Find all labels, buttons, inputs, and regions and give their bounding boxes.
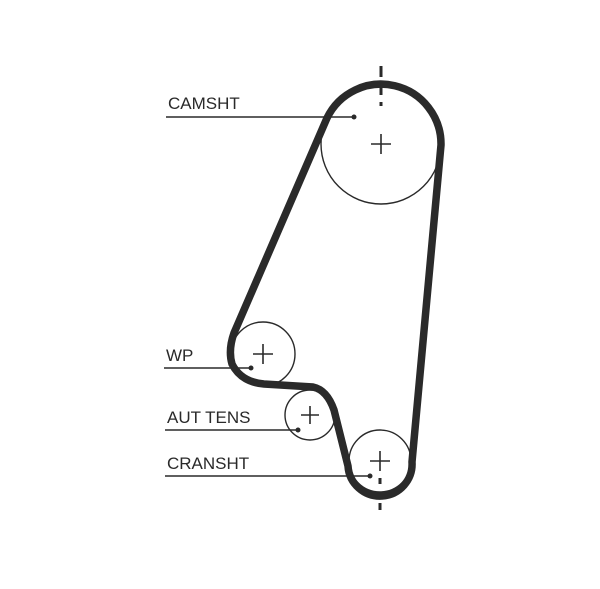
water-pump-callout: WP [164,346,254,371]
crankshaft-callout: CRANSHT [165,454,373,479]
crankshaft-center-mark [370,451,390,471]
timing-belt [226,80,445,500]
water-pump-label: WP [166,346,193,365]
auto-tensioner-center-mark [301,406,319,424]
camshaft-center-mark [371,134,391,154]
camshaft-label: CAMSHT [168,94,240,113]
crankshaft-label: CRANSHT [167,454,249,473]
water-pump-center-mark [253,344,273,364]
auto-tensioner-callout: AUT TENS [165,408,301,433]
camshaft-callout: CAMSHT [166,94,357,120]
auto-tensioner-label: AUT TENS [167,408,250,427]
